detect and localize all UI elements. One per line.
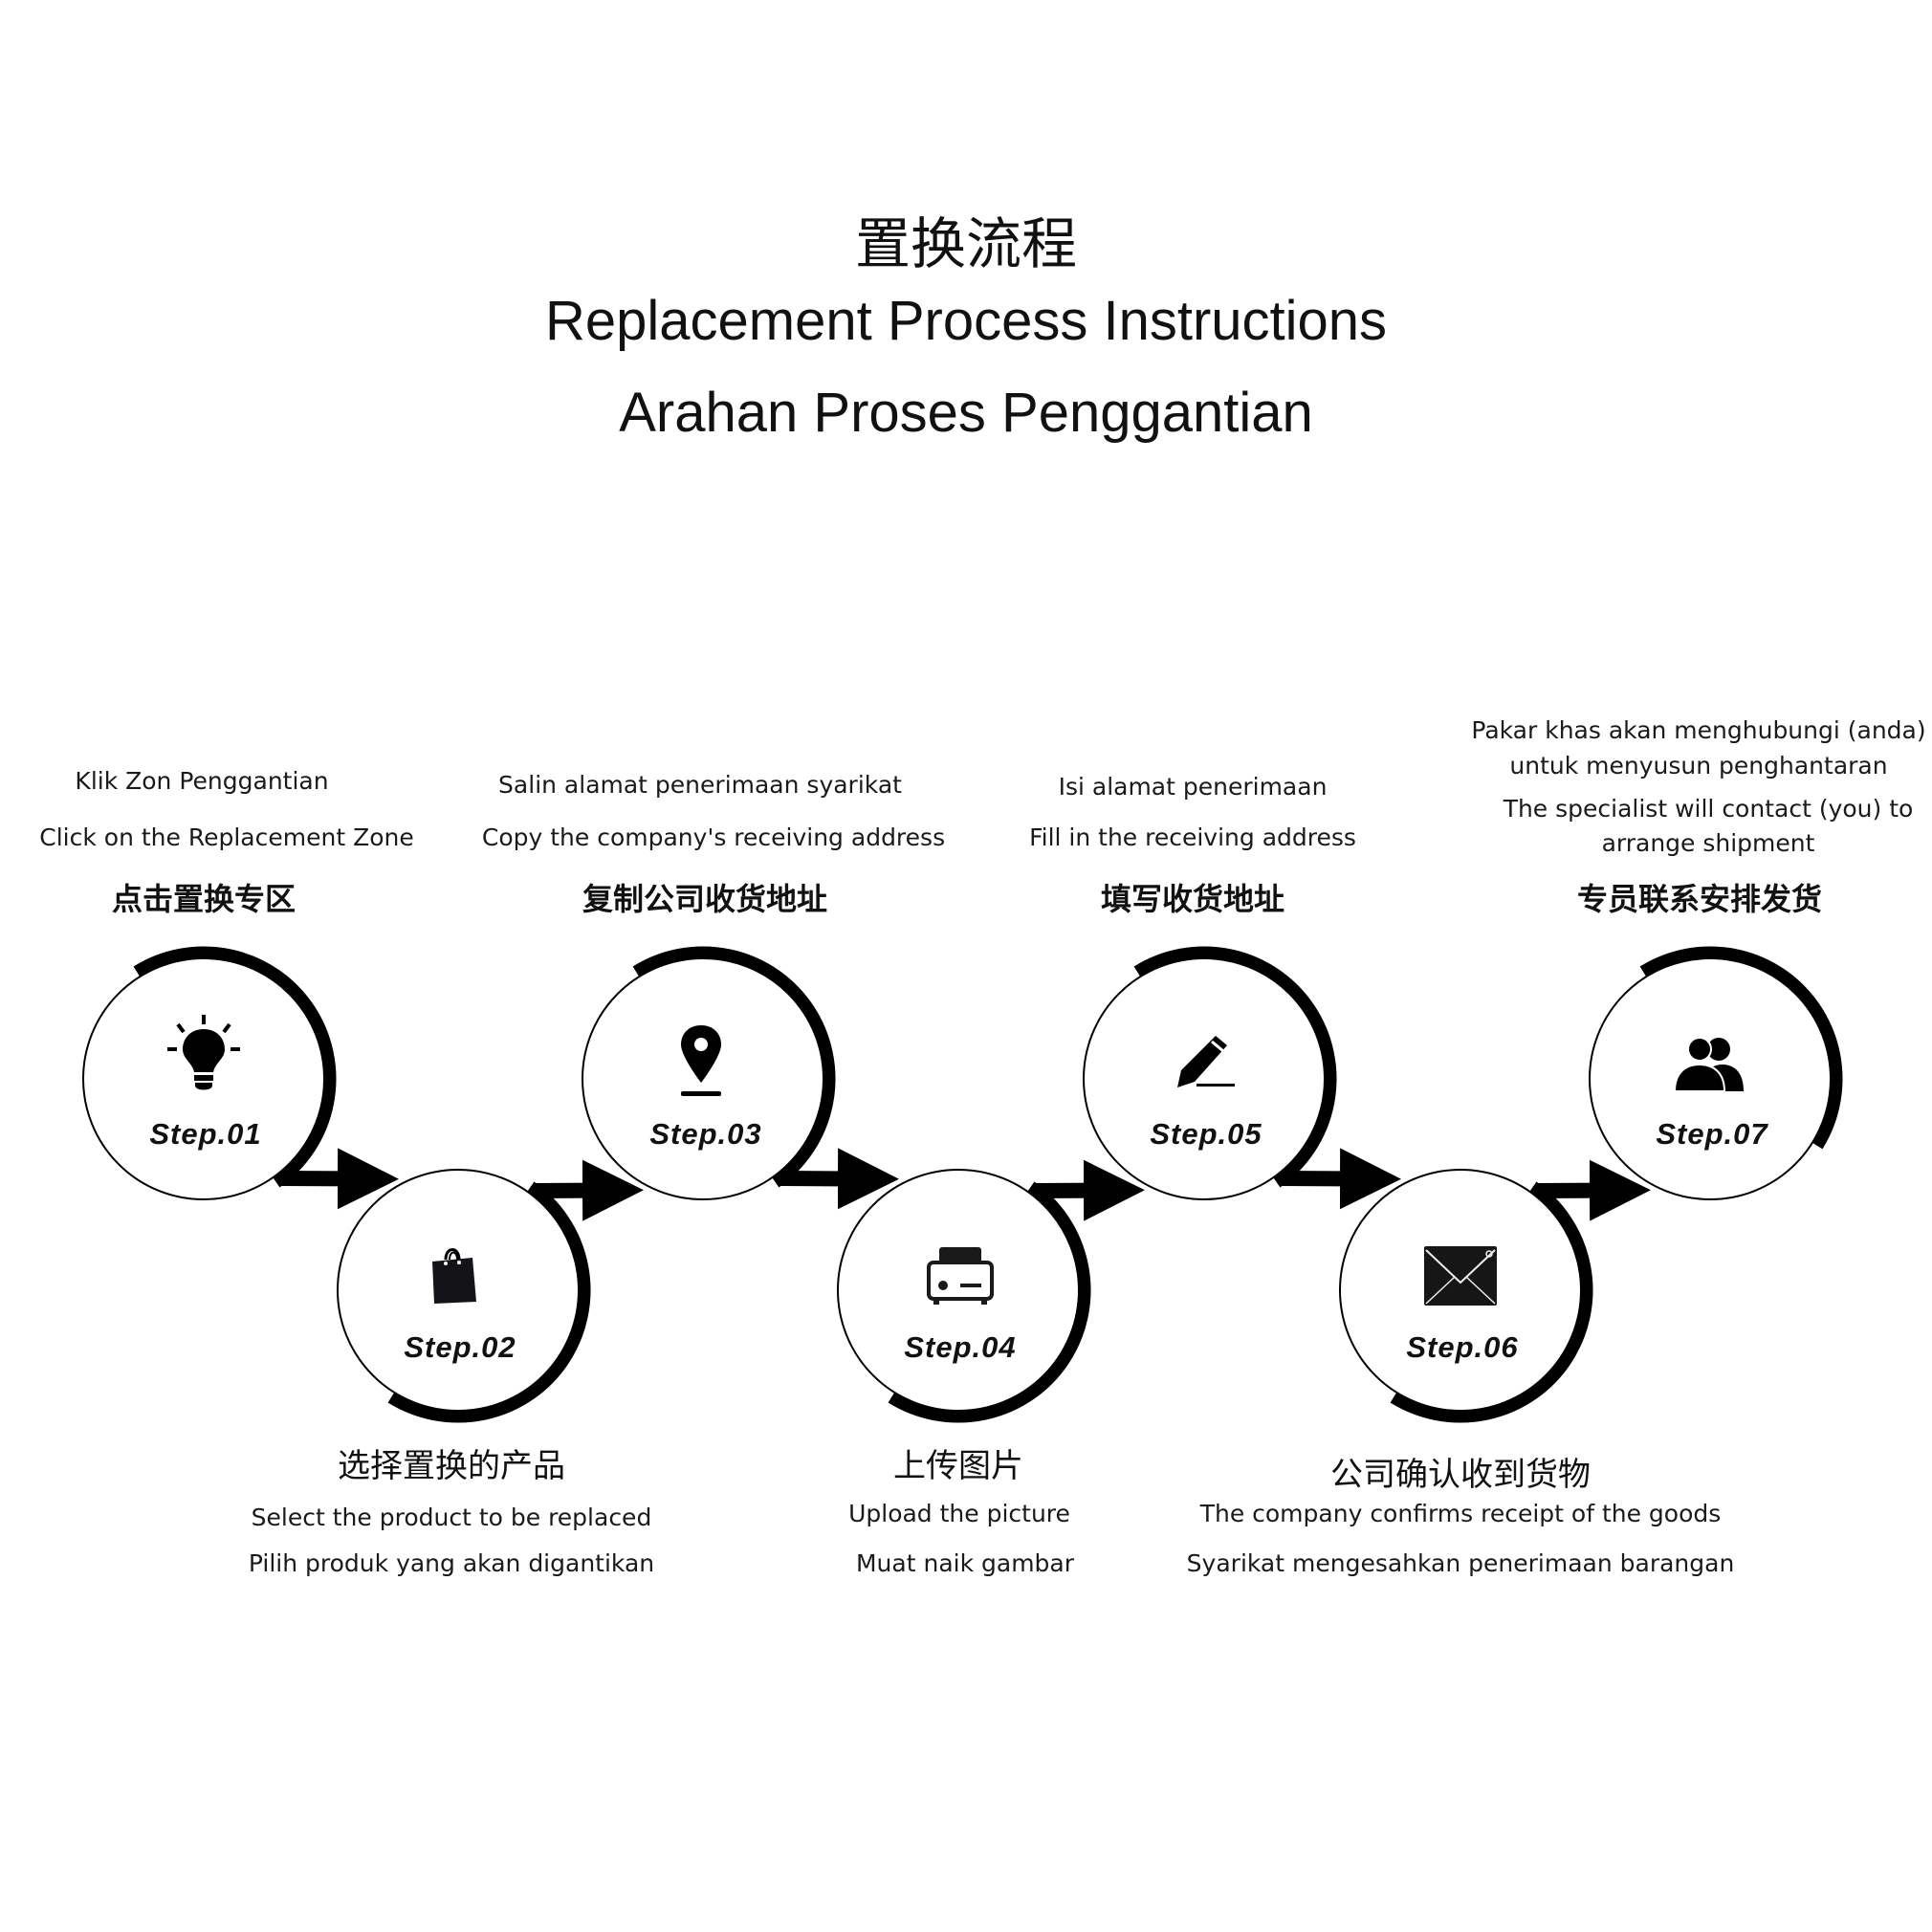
arrow-step6-to-step7 [1538, 1159, 1651, 1221]
step1-badge: Step.01 [149, 1117, 262, 1151]
step5-chinese: 填写收货地址 [1100, 881, 1285, 917]
step3-english: Copy the company's receiving address [481, 823, 946, 851]
step7-english-line1: The specialist will contact (you) to [1503, 795, 1914, 823]
location-pin-icon [677, 1023, 725, 1104]
step4-malay: Muat naik gambar [855, 1549, 1075, 1577]
step1-malay: Klik Zon Penggantian [75, 767, 329, 795]
arrow-step5-to-step6 [1282, 1148, 1401, 1210]
step3-badge: Step.03 [649, 1117, 762, 1151]
arrow-step3-to-step4 [780, 1148, 899, 1210]
arrow-step1-to-step2 [281, 1148, 399, 1210]
step7-badge: Step.07 [1656, 1117, 1768, 1151]
step3-progress-arc [632, 946, 836, 1188]
step4-badge: Step.04 [904, 1330, 1017, 1364]
step7-chinese: 专员联系安排发货 [1576, 881, 1823, 917]
envelope-icon [1422, 1244, 1499, 1311]
step2-progress-arc [387, 1181, 591, 1423]
title-chinese: 置换流程 [854, 211, 1078, 276]
step3-chinese: 复制公司收货地址 [582, 881, 828, 917]
step2-malay: Pilih produk yang akan digantikan [248, 1549, 655, 1577]
step5-malay: Isi alamat penerimaan [1058, 773, 1328, 801]
step6-chinese: 公司确认收到货物 [1330, 1456, 1591, 1494]
step7-progress-arc [1639, 946, 1843, 1150]
step4-progress-arc [888, 1181, 1091, 1423]
camera-icon [926, 1245, 995, 1312]
step3-malay: Salin alamat penerimaan syarikat [498, 771, 902, 799]
shopping-bag-icon [427, 1244, 480, 1311]
step5-english: Fill in the receiving address [1029, 823, 1356, 851]
step6-malay: Syarikat mengesahkan penerimaan barangan [1186, 1549, 1735, 1577]
step1-progress-arc [133, 946, 337, 1188]
step7-english-line2: arrange shipment [1601, 829, 1815, 857]
step6-badge: Step.06 [1406, 1330, 1519, 1364]
title-malay: Arahan Proses Penggantian [619, 382, 1313, 444]
lightbulb-icon [165, 1013, 242, 1097]
step1-english: Click on the Replacement Zone [39, 823, 414, 851]
step6-english: The company confirms receipt of the good… [1199, 1500, 1722, 1527]
arrow-step4-to-step5 [1036, 1159, 1145, 1221]
step2-english: Select the product to be replaced [251, 1504, 652, 1531]
arrow-step2-to-step3 [536, 1159, 644, 1221]
users-icon [1673, 1036, 1745, 1097]
step4-english: Upload the picture [848, 1500, 1070, 1527]
step2-badge: Step.02 [404, 1330, 516, 1364]
step2-chinese: 选择置换的产品 [338, 1447, 565, 1485]
step1-chinese: 点击置换专区 [111, 881, 296, 917]
step6-progress-arc [1390, 1181, 1593, 1423]
title-english: Replacement Process Instructions [544, 290, 1388, 352]
pencil-icon [1174, 1032, 1237, 1095]
step5-progress-arc [1133, 946, 1337, 1188]
step7-malay-line1: Pakar khas akan menghubungi (anda) [1471, 716, 1926, 744]
step5-badge: Step.05 [1150, 1117, 1262, 1151]
step4-chinese: 上传图片 [893, 1447, 1023, 1485]
step7-malay-line2: untuk menyusun penghantaran [1509, 752, 1888, 779]
